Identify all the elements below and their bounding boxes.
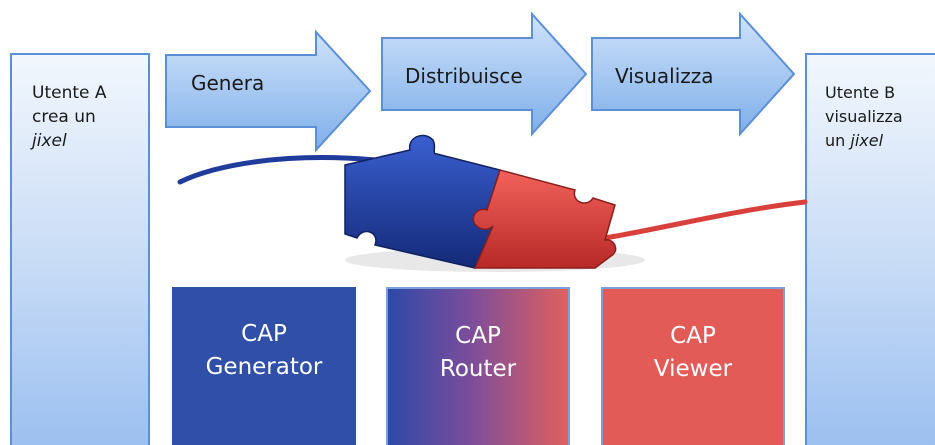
blue-cable [177, 155, 378, 185]
user-a-line3: jixel [32, 129, 148, 153]
cap-viewer-line1: CAP [670, 323, 716, 349]
user-a-line1: Utente A [32, 83, 107, 103]
cap-router-box: CAP Router [386, 287, 570, 445]
user-a-line2: crea un [32, 107, 96, 127]
step-genera-label: Genera [191, 71, 265, 95]
blue-puzzle-piece [344, 134, 501, 269]
cap-generator-line2: Generator [205, 354, 323, 380]
step-distribuisce-label: Distribuisce [405, 64, 523, 88]
cap-router-line2: Router [439, 356, 517, 382]
user-a-panel: Utente A crea un jixel [10, 53, 150, 445]
cap-generator-line1: CAP [241, 321, 287, 347]
user-b-panel: Utente B visualizza un jixel [805, 53, 935, 445]
user-b-line1: Utente B [825, 83, 896, 102]
red-cable [602, 199, 808, 241]
cap-viewer-box: CAP Viewer [601, 287, 785, 445]
cap-router-line1: CAP [455, 323, 501, 349]
user-a-jixel: jixel [32, 131, 67, 151]
user-b-line3-prefix: un [825, 131, 851, 150]
arrow-visualizza [590, 11, 798, 137]
user-b-line2: visualizza [825, 107, 903, 126]
user-b-line3: un jixel [825, 129, 935, 153]
red-puzzle-piece [472, 169, 617, 269]
arrow-genera [164, 29, 374, 153]
puzzle-illustration [175, 110, 815, 284]
user-b-jixel: jixel [850, 131, 884, 150]
cap-generator-box: CAP Generator [172, 287, 356, 445]
cap-viewer-line2: Viewer [653, 356, 733, 382]
step-visualizza-label: Visualizza [615, 64, 714, 88]
arrow-distribuisce [380, 11, 590, 137]
